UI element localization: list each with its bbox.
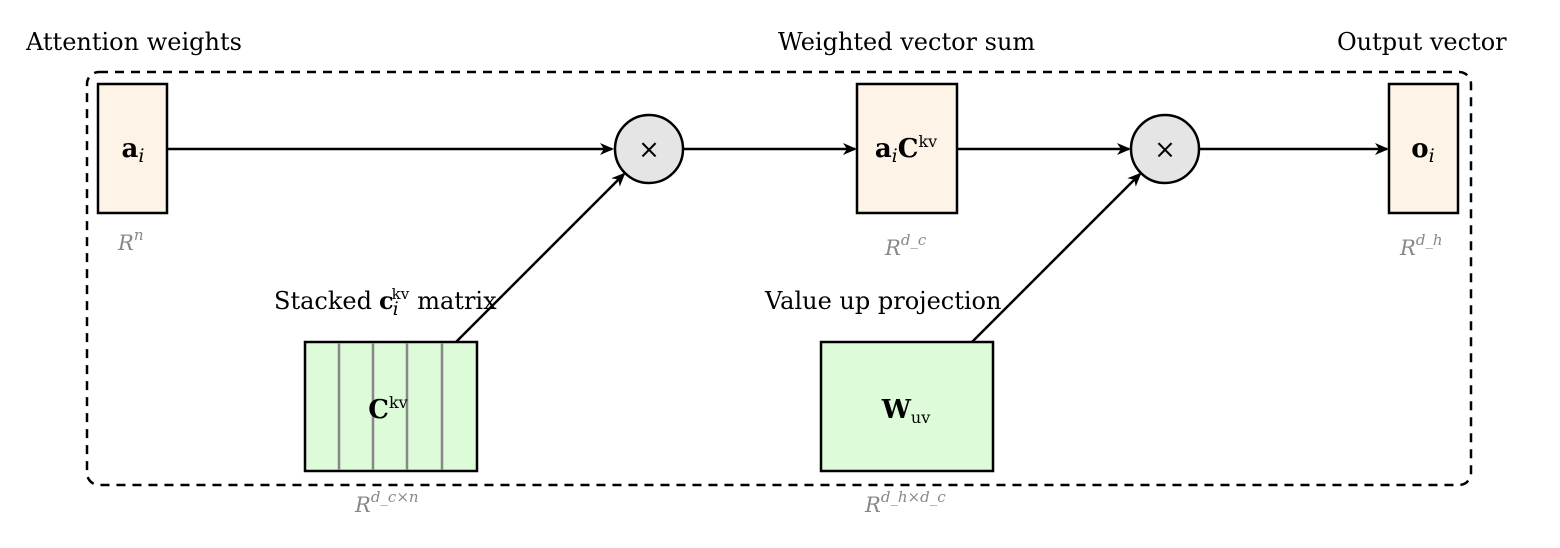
vector-a-i-ckv: aiCkv bbox=[855, 82, 959, 215]
ckv-main: C bbox=[368, 395, 389, 425]
svg-text:Wuv: Wuv bbox=[881, 395, 931, 427]
dim-a-i: Rn bbox=[117, 226, 143, 255]
multiply-symbol-2: × bbox=[1154, 135, 1176, 165]
aC-main1: a bbox=[875, 134, 892, 164]
matrix-wuv: Wuv bbox=[819, 340, 995, 473]
a-i-main: a bbox=[122, 134, 139, 164]
ckv-sup: kv bbox=[389, 393, 408, 412]
arrow-wuv-to-mult2 bbox=[971, 172, 1142, 343]
aC-sup: kv bbox=[918, 132, 937, 151]
aC-main2: C bbox=[898, 134, 919, 164]
dim-aC: Rd_c bbox=[884, 231, 927, 260]
dim-o-i: Rd_h bbox=[1399, 231, 1443, 260]
wuv-sub: uv bbox=[911, 408, 930, 427]
wuv-main: W bbox=[881, 395, 912, 425]
aC-sub: i bbox=[892, 145, 898, 167]
vector-o-i: oi bbox=[1387, 82, 1460, 215]
header-weighted-vector-sum: Weighted vector sum bbox=[778, 28, 1035, 56]
svg-text:oi: oi bbox=[1411, 134, 1434, 167]
dashed-container bbox=[85, 70, 1473, 487]
svg-text:Ckv: Ckv bbox=[368, 393, 407, 425]
matrix-ckv: Ckv bbox=[303, 340, 479, 473]
dim-ckv: Rd_c×n bbox=[354, 488, 419, 517]
dim-wuv: Rd_h×d_c bbox=[864, 488, 946, 517]
arrow-ckv-to-mult1 bbox=[455, 172, 626, 343]
vector-a-i: ai bbox=[96, 82, 169, 215]
svg-text:aiCkv: aiCkv bbox=[875, 132, 937, 167]
label-value-up-projection: Value up projection bbox=[764, 287, 1001, 315]
o-i-main: o bbox=[1411, 134, 1428, 164]
header-output-vector: Output vector bbox=[1337, 28, 1507, 56]
multiply-operator-1: × bbox=[613, 113, 685, 185]
o-i-sub: i bbox=[1429, 145, 1435, 167]
multiply-symbol-1: × bbox=[638, 135, 660, 165]
svg-text:ai: ai bbox=[122, 134, 145, 167]
header-attention-weights: Attention weights bbox=[25, 28, 242, 56]
a-i-sub: i bbox=[138, 145, 144, 167]
multiply-operator-2: × bbox=[1129, 113, 1201, 185]
